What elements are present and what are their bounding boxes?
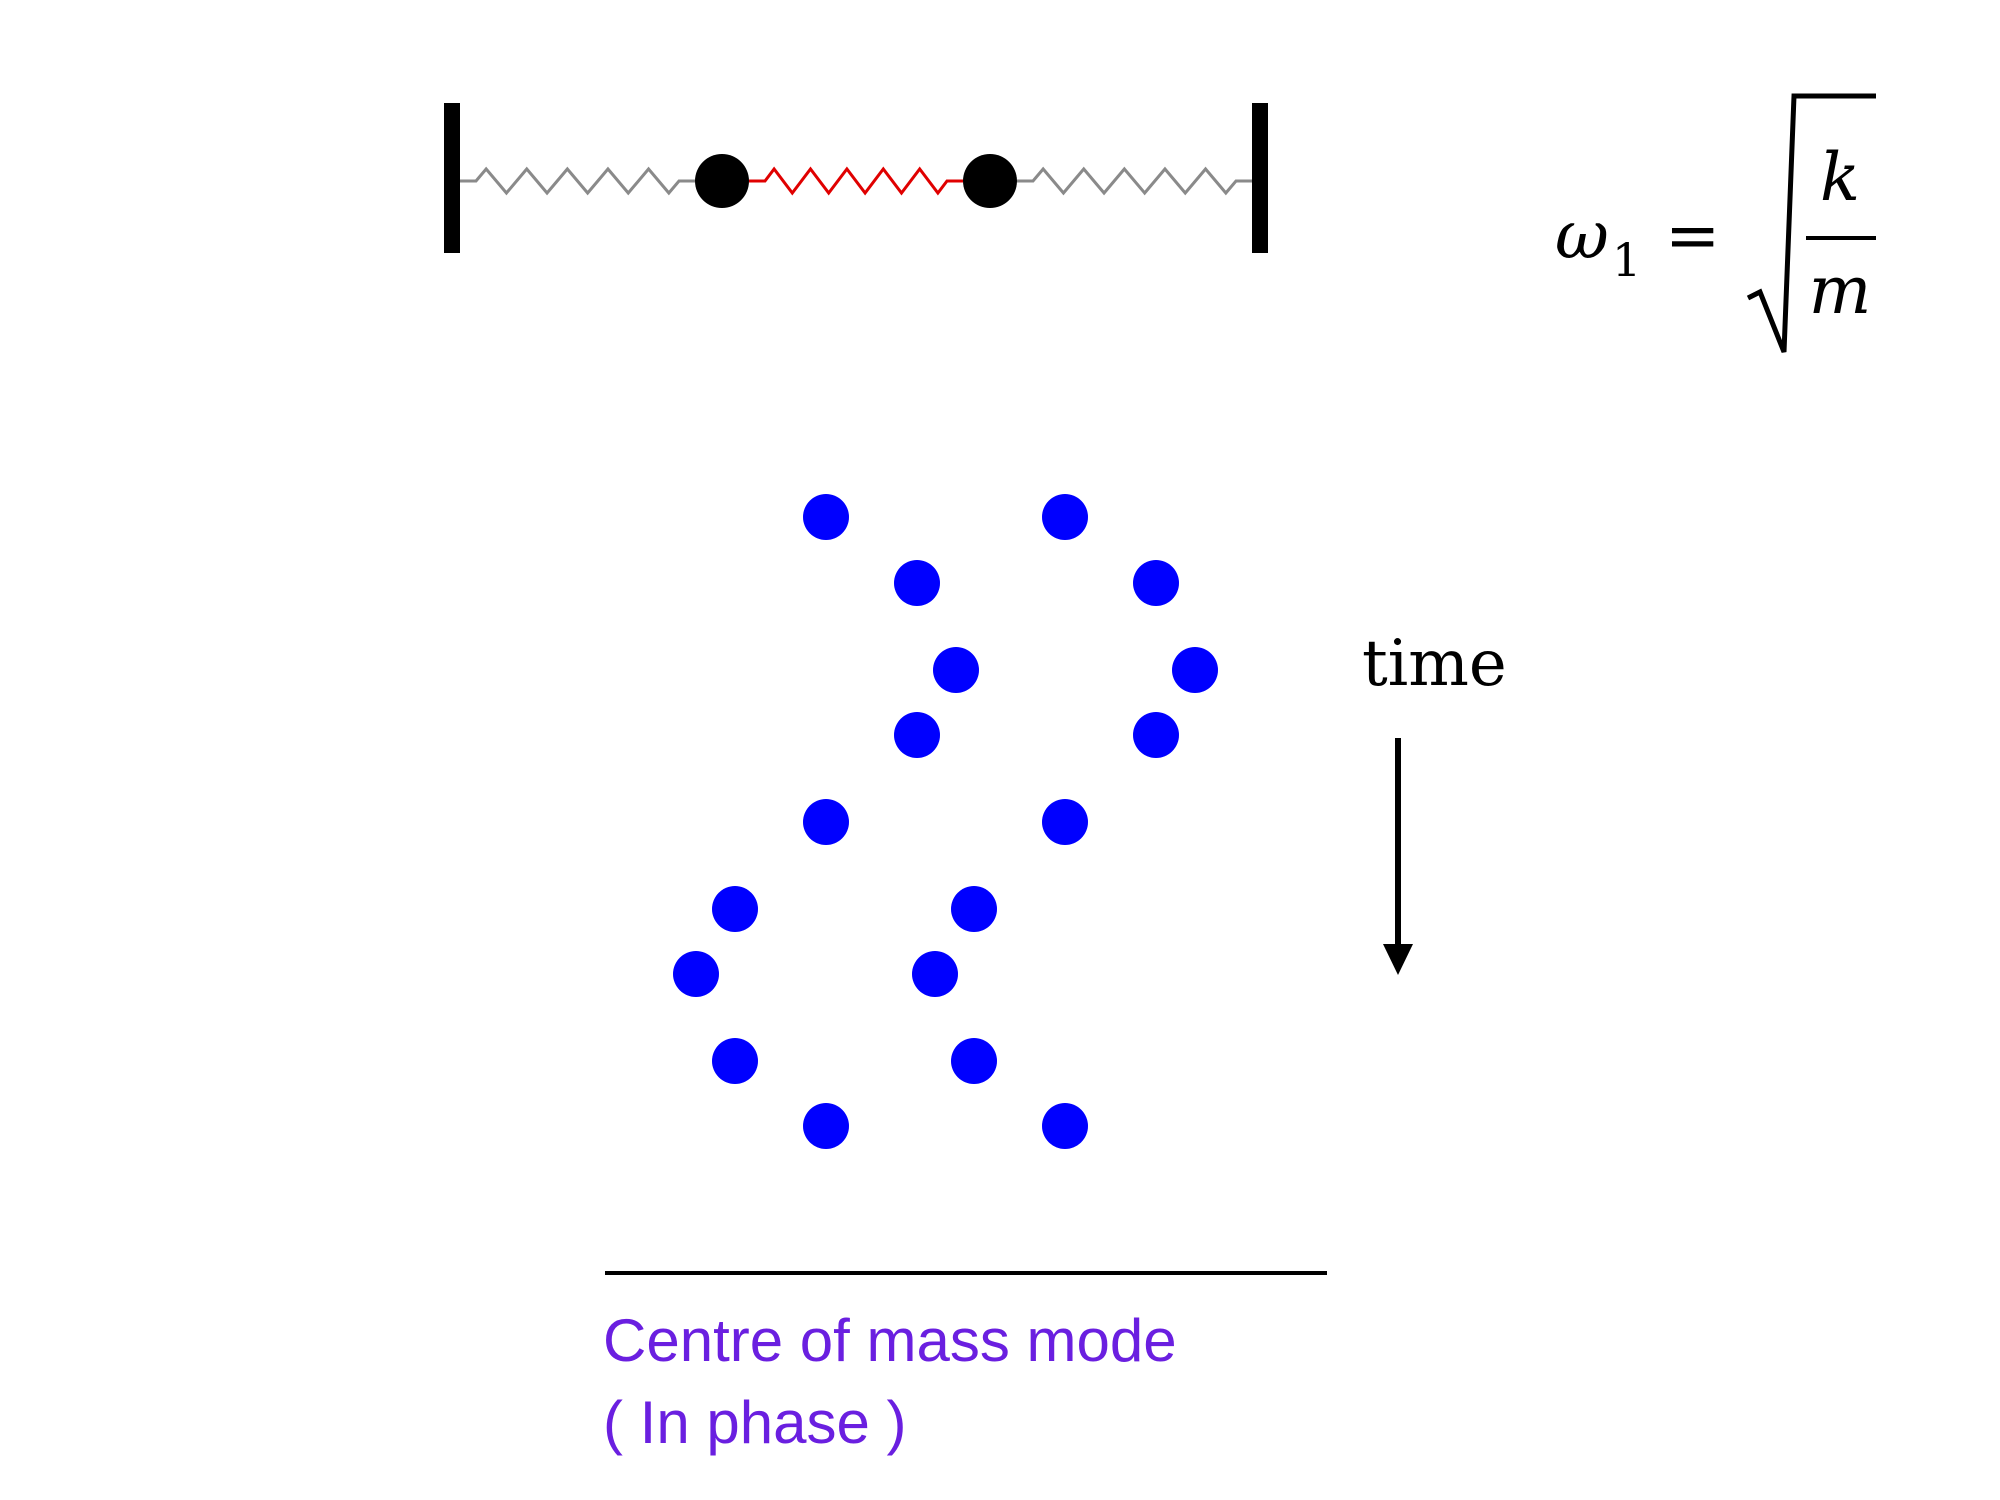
mass-1-position-dot [894, 560, 940, 606]
radical-sign [1746, 93, 1876, 353]
mass-2-position-dot [951, 886, 997, 932]
mass-1-position-dot [894, 712, 940, 758]
equals-sign: = [1665, 197, 1720, 274]
left-wall [444, 103, 460, 253]
left-spring [460, 166, 695, 196]
mass-2-position-dot [1042, 494, 1088, 540]
mass-2-position-dot [1172, 647, 1218, 693]
mass-1-position-dot [803, 799, 849, 845]
fraction-denominator: m [1809, 252, 1872, 329]
time-arrow-head [1383, 944, 1413, 975]
right-spring [1017, 166, 1252, 196]
fraction-numerator: k [1820, 139, 1860, 216]
mass-2-position-dot [912, 951, 958, 997]
mass-1-position-dot [803, 494, 849, 540]
mass-2-position-dot [1133, 712, 1179, 758]
time-arrow: time [1362, 627, 1507, 975]
mass-2-position-dot [951, 1038, 997, 1084]
mass-2 [963, 154, 1017, 208]
caption-line-1: Centre of mass mode [603, 1307, 1177, 1374]
omega-symbol: ω [1555, 197, 1609, 274]
mass-1-position-dot [803, 1103, 849, 1149]
mass-1-position-dot [712, 1038, 758, 1084]
right-wall [1252, 103, 1268, 253]
mass-2-position-dot [1042, 1103, 1088, 1149]
time-label: time [1362, 627, 1507, 701]
time-lapse-dots [673, 494, 1218, 1149]
caption-line-2: ( In phase ) [603, 1389, 907, 1456]
mode-caption: Centre of mass mode ( In phase ) [603, 1300, 1177, 1464]
spring-mass-system [444, 103, 1268, 253]
mass-1-position-dot [933, 647, 979, 693]
mass-1-position-dot [712, 886, 758, 932]
mass-2-position-dot [1042, 799, 1088, 845]
mass-2-position-dot [1133, 560, 1179, 606]
mass-1 [695, 154, 749, 208]
mass-1-position-dot [673, 951, 719, 997]
frequency-equation: ω 1 = k m [1555, 93, 1876, 353]
coupling-spring [749, 166, 963, 196]
omega-subscript: 1 [1612, 233, 1641, 287]
